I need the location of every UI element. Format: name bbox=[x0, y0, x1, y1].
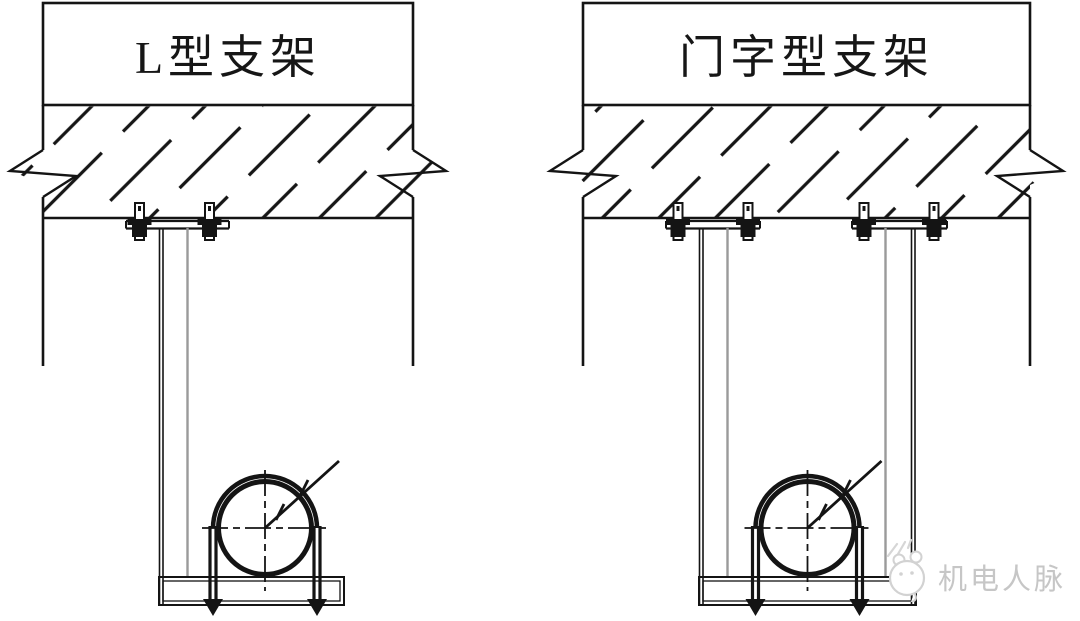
break-lines bbox=[546, 148, 1067, 199]
l-type-bracket-panel bbox=[6, 1, 450, 616]
pipe-and-u-bolt bbox=[744, 459, 883, 616]
hanger-struts bbox=[158, 228, 189, 605]
title-box-frame bbox=[41, 1, 415, 107]
concrete-slab bbox=[12, 106, 444, 217]
concrete-slab bbox=[552, 106, 1061, 217]
title-box-frame bbox=[581, 1, 1032, 107]
bolt-washers-and-nuts bbox=[666, 219, 946, 237]
portal-bracket-panel bbox=[546, 1, 1067, 616]
hanger-struts bbox=[698, 228, 916, 605]
watermark-logo-icon bbox=[886, 538, 926, 602]
watermark-text: 机电人脉 bbox=[938, 564, 1067, 596]
slab-edges bbox=[581, 105, 1032, 366]
right-panel-title: 门字型支架 bbox=[679, 31, 934, 83]
right-panel-title-box: 门字型支架 bbox=[583, 2, 1030, 105]
left-panel-title: L型支架 bbox=[134, 31, 322, 83]
cross-member bbox=[158, 576, 345, 606]
watermark: 机电人脉 bbox=[884, 536, 1066, 602]
pipe-and-u-bolt bbox=[202, 459, 340, 616]
left-panel-title-box: L型支架 bbox=[43, 2, 413, 105]
bracket-top-plate bbox=[665, 219, 948, 230]
slab-edges bbox=[41, 105, 415, 366]
break-lines bbox=[6, 148, 450, 199]
bolt-washers-and-nuts bbox=[127, 219, 222, 237]
